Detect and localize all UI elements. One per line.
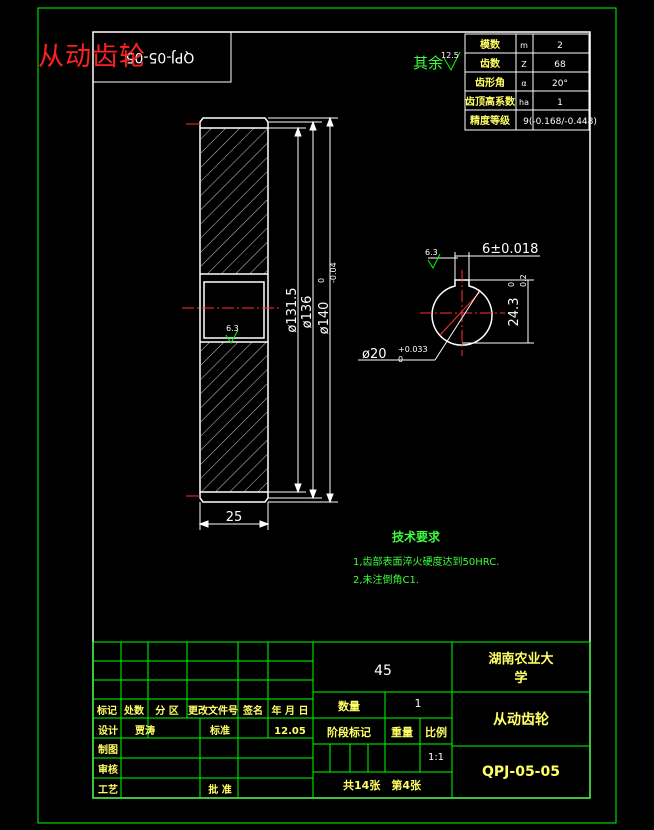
tb-part-name: 从动齿轮 xyxy=(493,711,549,728)
tb-school-line1: 湖南农业大 xyxy=(488,651,553,667)
param-name: 模数 xyxy=(480,38,501,51)
dim-bore: ø20 xyxy=(362,347,387,362)
outer-border xyxy=(37,7,617,824)
roughness-symbol xyxy=(443,51,461,72)
tb-draw-label: 制图 xyxy=(98,743,118,756)
tb-date: 12.05 xyxy=(274,726,306,737)
roughness-note-prefix: 其余 xyxy=(413,54,443,72)
dim-key-width: 6±0.018 xyxy=(482,242,538,257)
dim-d3-tol-up: 0 xyxy=(317,278,326,283)
rev-header: 签名 xyxy=(242,704,263,717)
tb-material: 45 xyxy=(374,663,392,679)
corner-title: 从动齿轮 xyxy=(38,42,147,72)
tb-std-label: 标准 xyxy=(209,724,230,737)
tech-item-2: 2,未注倒角C1. xyxy=(353,573,419,586)
rev-header: 更改文件号 xyxy=(188,704,238,717)
bore-dimensions xyxy=(358,252,540,361)
dim-d3-tol-low: -0.04 xyxy=(329,262,338,283)
rev-header: 标记 xyxy=(96,704,117,717)
tb-process-label: 工艺 xyxy=(98,783,118,796)
param-value: 20° xyxy=(552,79,568,89)
gear-section-upper-hatch xyxy=(201,128,267,274)
tb-scale: 1:1 xyxy=(428,752,444,763)
diameter-dimensions xyxy=(268,116,338,504)
rev-header: 处数 xyxy=(123,704,145,717)
dim-width: 25 xyxy=(226,510,243,525)
tb-qty-label: 数量 xyxy=(338,699,360,713)
rev-header: 年 月 日 xyxy=(272,704,309,717)
tech-title: 技术要求 xyxy=(392,529,441,544)
tb-design-label: 设计 xyxy=(98,724,118,737)
tb-scale-label: 比例 xyxy=(425,725,447,739)
param-symbol: Z xyxy=(521,60,527,69)
dim-key-depth-tol-up: 0 xyxy=(507,282,516,287)
param-value: 68 xyxy=(554,60,566,70)
code-box-text: QPJ-05-05 xyxy=(126,49,195,65)
roughness-symbol-key xyxy=(427,253,441,270)
dim-d3: ø140 xyxy=(317,302,332,335)
tb-drawing-no: QPJ-05-05 xyxy=(482,764,560,780)
tb-qty: 1 xyxy=(415,697,422,710)
dim-bore-tol-low: 0 xyxy=(398,355,403,364)
tech-item-1: 1,齿部表面淬火硬度达到50HRC. xyxy=(353,555,499,568)
roughness-symbol-bore xyxy=(225,329,239,344)
param-symbol: ha xyxy=(519,98,529,107)
dim-bore-tol-up: +0.033 xyxy=(398,345,428,354)
param-symbol: α xyxy=(521,79,526,88)
param-name: 齿数 xyxy=(480,57,501,70)
dim-d1: ø131.5 xyxy=(285,287,300,332)
tb-stage-label: 阶段标记 xyxy=(327,725,371,739)
rough-b-label: 6.3 xyxy=(226,324,239,333)
dim-d2: ø136 xyxy=(300,296,315,329)
param-symbol: m xyxy=(520,41,528,50)
rough-a-label: 6.3 xyxy=(425,248,438,257)
param-value: 1 xyxy=(557,98,563,108)
bore-view xyxy=(431,279,493,346)
roughness-note-value: 12.5 xyxy=(441,51,459,60)
param-value: 9(-0.168/-0.448) xyxy=(523,117,597,127)
param-name: 齿形角 xyxy=(475,76,505,89)
param-name: 精度等级 xyxy=(470,114,511,127)
params-table xyxy=(464,33,590,131)
tb-sheets: 共14张 第4张 xyxy=(343,778,422,792)
gear-section-lower-hatch xyxy=(201,342,267,492)
dim-key-depth: 24.3 xyxy=(507,298,522,327)
dim-key-depth-tol-low: 0.2 xyxy=(519,274,528,287)
bore-centerlines xyxy=(420,270,505,356)
param-name: 齿顶高系数 xyxy=(465,95,516,108)
tb-check-label: 审核 xyxy=(98,763,118,776)
rev-header: 分 区 xyxy=(155,704,178,717)
code-box xyxy=(92,31,232,83)
tb-approve-label: 批 准 xyxy=(208,783,231,796)
width-dimension xyxy=(198,502,270,530)
param-value: 2 xyxy=(557,41,563,51)
tb-school-line2: 学 xyxy=(514,670,527,686)
tb-weight-label: 重量 xyxy=(391,725,413,739)
tb-designer: 贾涛 xyxy=(135,724,155,737)
title-block-grid xyxy=(92,641,591,799)
